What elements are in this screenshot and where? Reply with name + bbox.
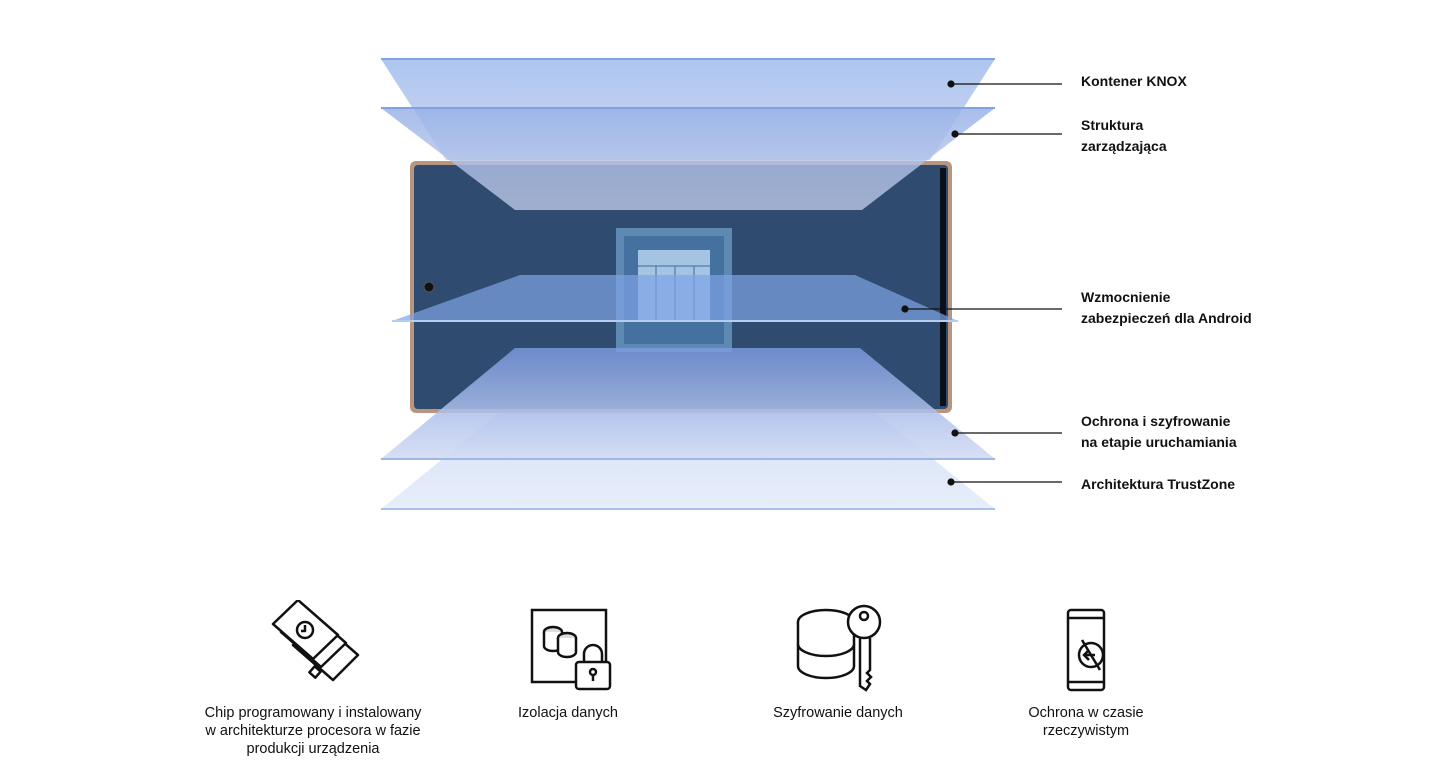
layer-boot-protection bbox=[381, 348, 995, 459]
chip-cards-icon bbox=[271, 600, 360, 682]
feature-isolation: Izolacja danych bbox=[428, 600, 708, 722]
label-line: Ochrona i szyfrowanie bbox=[1081, 413, 1231, 429]
feature-text: Izolacja danych bbox=[518, 705, 618, 721]
layer-management-framework bbox=[381, 108, 995, 210]
feature-text: produkcji urządzenia bbox=[246, 741, 380, 757]
layer-android-hardening bbox=[392, 275, 958, 321]
database-key-icon bbox=[796, 604, 882, 692]
phone-realtime-protection-icon bbox=[1066, 608, 1106, 692]
layer-label-boot: Ochrona i szyfrowanie na etapie uruchamia… bbox=[1081, 411, 1237, 453]
label-line: Struktura bbox=[1081, 117, 1144, 133]
label-line: Architektura TrustZone bbox=[1081, 476, 1236, 492]
layer-label-trustzone: Architektura TrustZone bbox=[1081, 474, 1235, 495]
layer-label-knox: Kontener KNOX bbox=[1081, 71, 1187, 92]
feature-text: Chip programowany i instalowany bbox=[204, 705, 422, 721]
label-line: Wzmocnienie bbox=[1081, 289, 1171, 305]
feature-text: Ochrona w czasie bbox=[1028, 705, 1144, 721]
label-line: na etapie uruchamiania bbox=[1081, 434, 1237, 450]
leader-lines bbox=[901, 80, 1062, 486]
feature-chip: Chip programowany i instalowany w archit… bbox=[173, 600, 453, 758]
feature-text: rzeczywistym bbox=[1042, 723, 1130, 739]
feature-text: Szyfrowanie danych bbox=[773, 705, 903, 721]
label-line: zabezpieczeń dla Android bbox=[1081, 310, 1252, 326]
feature-encryption: Szyfrowanie danych bbox=[698, 600, 978, 722]
label-line: zarządzająca bbox=[1081, 138, 1167, 154]
data-isolation-lock-icon bbox=[530, 608, 612, 691]
label-line: Kontener KNOX bbox=[1081, 73, 1187, 89]
feature-text: w architekturze procesora w fazie bbox=[205, 723, 421, 739]
layer-label-android: Wzmocnienie zabezpieczeń dla Android bbox=[1081, 287, 1252, 329]
knox-layers-diagram bbox=[381, 58, 1062, 510]
layer-label-management: Struktura zarządzająca bbox=[1081, 115, 1167, 157]
feature-realtime: Ochrona w czasie rzeczywistym bbox=[946, 600, 1226, 740]
